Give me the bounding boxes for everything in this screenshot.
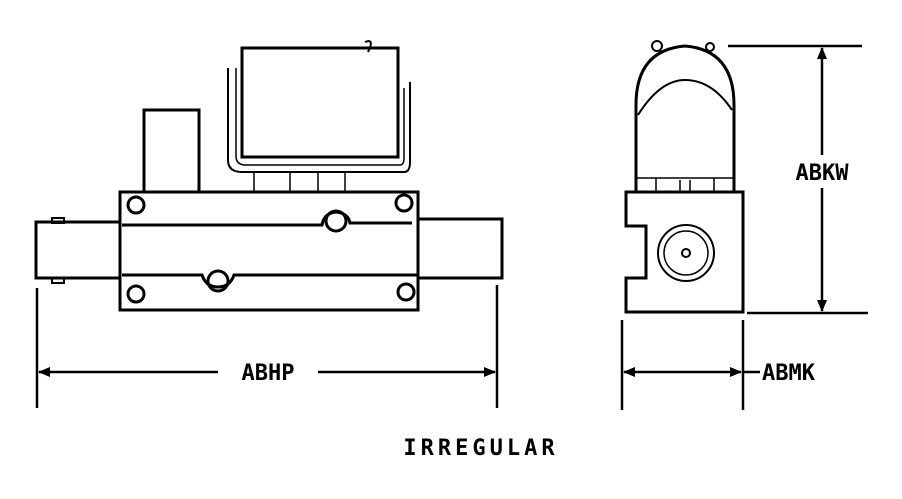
dimension-abkw: ABKW [728,44,868,315]
dimension-abmk: ABMK [620,320,816,410]
right-pipe [416,217,504,280]
dimension-abhp: ABHP [35,285,499,408]
side-view [624,40,745,314]
bracket [227,68,411,173]
left-pipe [34,220,122,280]
dimension-label-abhp: ABHP [242,361,295,386]
main-block [118,190,420,312]
caption: IRREGULAR [403,436,558,461]
side-body [624,190,745,314]
dimension-label-abkw: ABKW [796,161,850,186]
side-box [142,108,201,194]
dimension-label-abmk: ABMK [762,361,816,386]
front-view [34,40,504,312]
dome [634,44,736,192]
top-box [240,46,400,159]
